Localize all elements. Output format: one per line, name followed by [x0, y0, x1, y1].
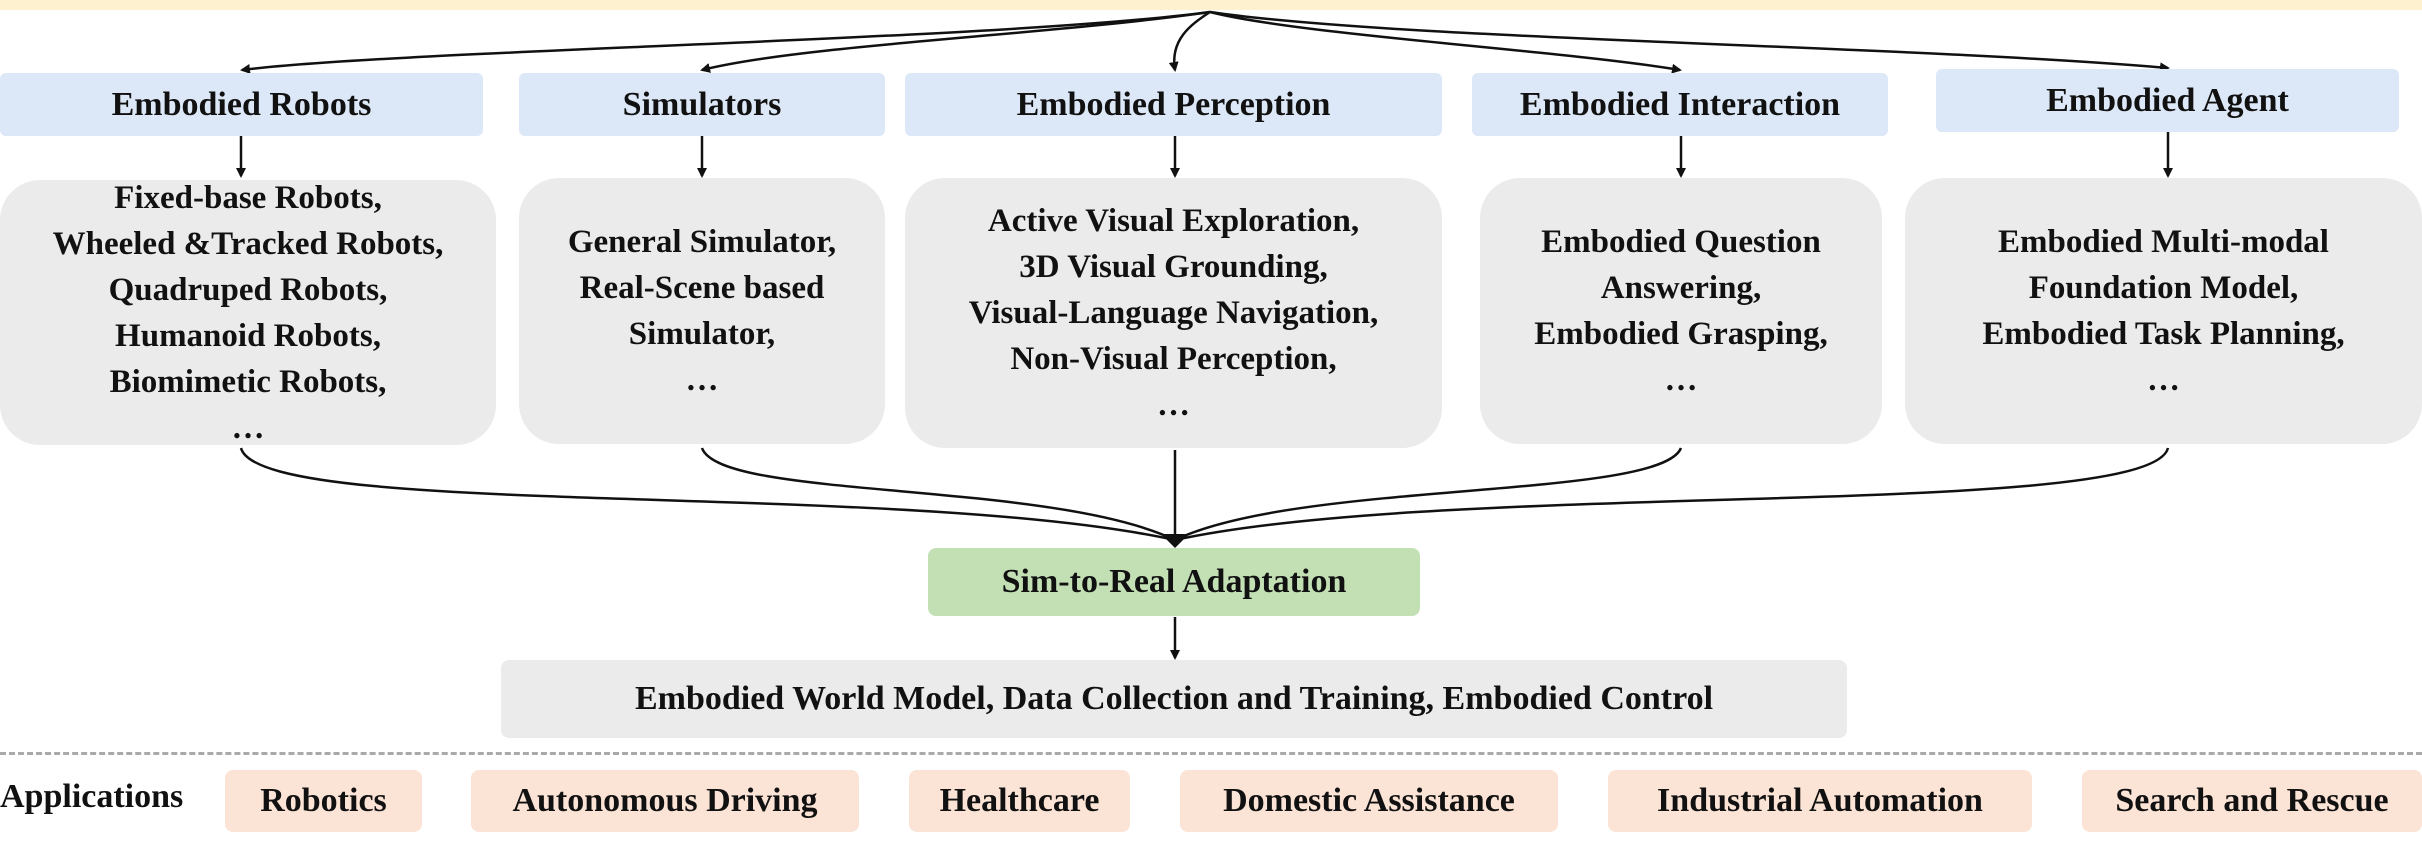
app-autonomous-driving: Autonomous Driving — [471, 770, 859, 832]
arrow-top-to-simulators — [700, 10, 1211, 73]
app-search-and-rescue: Search and Rescue — [2082, 770, 2422, 832]
app-healthcare: Healthcare — [909, 770, 1130, 832]
curve-agent-to-sim — [1174, 447, 2170, 542]
detail-item: Wheeled &Tracked Robots, — [52, 225, 444, 262]
detail-item: Real-Scene based — [579, 270, 825, 306]
detail-embodied-agent: Embodied Multi-modal Foundation Model, E… — [1905, 178, 2422, 444]
detail-embodied-robots: Fixed-base Robots, Wheeled &Tracked Robo… — [0, 180, 496, 446]
arrow-top-to-interaction — [1209, 10, 1682, 74]
header-embodied-perception: Embodied Perception — [905, 73, 1442, 136]
detail-item: Active Visual Exploration, — [987, 203, 1360, 239]
arrow-top-to-robots — [240, 10, 1211, 74]
junction-arrowhead — [1161, 534, 1189, 548]
header-embodied-robots: Embodied Robots — [0, 73, 483, 136]
dashed-divider — [0, 752, 2422, 755]
world-model-box: Embodied World Model, Data Collection an… — [501, 660, 1847, 738]
detail-item: … — [1664, 362, 1698, 398]
detail-item: Embodied Question — [1541, 224, 1821, 260]
detail-item: Visual-Language Navigation, — [968, 295, 1379, 331]
top-strip — [0, 0, 2422, 10]
detail-item: Embodied Task Planning, — [1982, 316, 2345, 352]
header-embodied-agent: Embodied Agent — [1936, 69, 2399, 132]
app-robotics: Robotics — [225, 770, 422, 832]
detail-item: Answering, — [1600, 270, 1762, 306]
arrow-top-to-agent — [1209, 10, 2170, 73]
curve-robots-to-sim — [239, 447, 1176, 542]
detail-simulators: General Simulator, Real-Scene based Simu… — [519, 178, 885, 444]
detail-embodied-perception: Active Visual Exploration, 3D Visual Gro… — [905, 178, 1442, 448]
header-simulators: Simulators — [519, 73, 885, 136]
detail-item: General Simulator, — [567, 224, 837, 260]
detail-item: Embodied Grasping, — [1534, 316, 1828, 352]
app-domestic-assistance: Domestic Assistance — [1180, 770, 1558, 832]
sim-to-real-box: Sim-to-Real Adaptation — [928, 548, 1420, 616]
detail-embodied-interaction: Embodied Question Answering, Embodied Gr… — [1480, 178, 1882, 444]
applications-label: Applications — [0, 778, 184, 815]
detail-item: Humanoid Robots, — [115, 317, 381, 354]
curve-interaction-to-sim — [1174, 447, 1683, 542]
arrow-top-to-perception — [1168, 10, 1211, 72]
detail-item: 3D Visual Grounding, — [1019, 249, 1328, 285]
detail-item: Fixed-base Robots, — [114, 179, 382, 216]
detail-item: Biomimetic Robots, — [109, 363, 387, 400]
detail-item: Embodied Multi-modal — [1998, 224, 2329, 260]
curve-simulators-to-sim — [700, 447, 1176, 542]
detail-item: Simulator, — [628, 316, 776, 352]
detail-item: Quadruped Robots, — [108, 271, 388, 308]
app-industrial-automation: Industrial Automation — [1608, 770, 2032, 832]
detail-item: … — [1157, 387, 1190, 423]
detail-item: Foundation Model, — [2028, 270, 2299, 306]
detail-item: … — [2147, 362, 2180, 398]
detail-item: … — [685, 362, 719, 398]
detail-item: Non-Visual Perception, — [1010, 341, 1337, 377]
header-embodied-interaction: Embodied Interaction — [1472, 73, 1888, 136]
detail-item: … — [231, 409, 265, 446]
